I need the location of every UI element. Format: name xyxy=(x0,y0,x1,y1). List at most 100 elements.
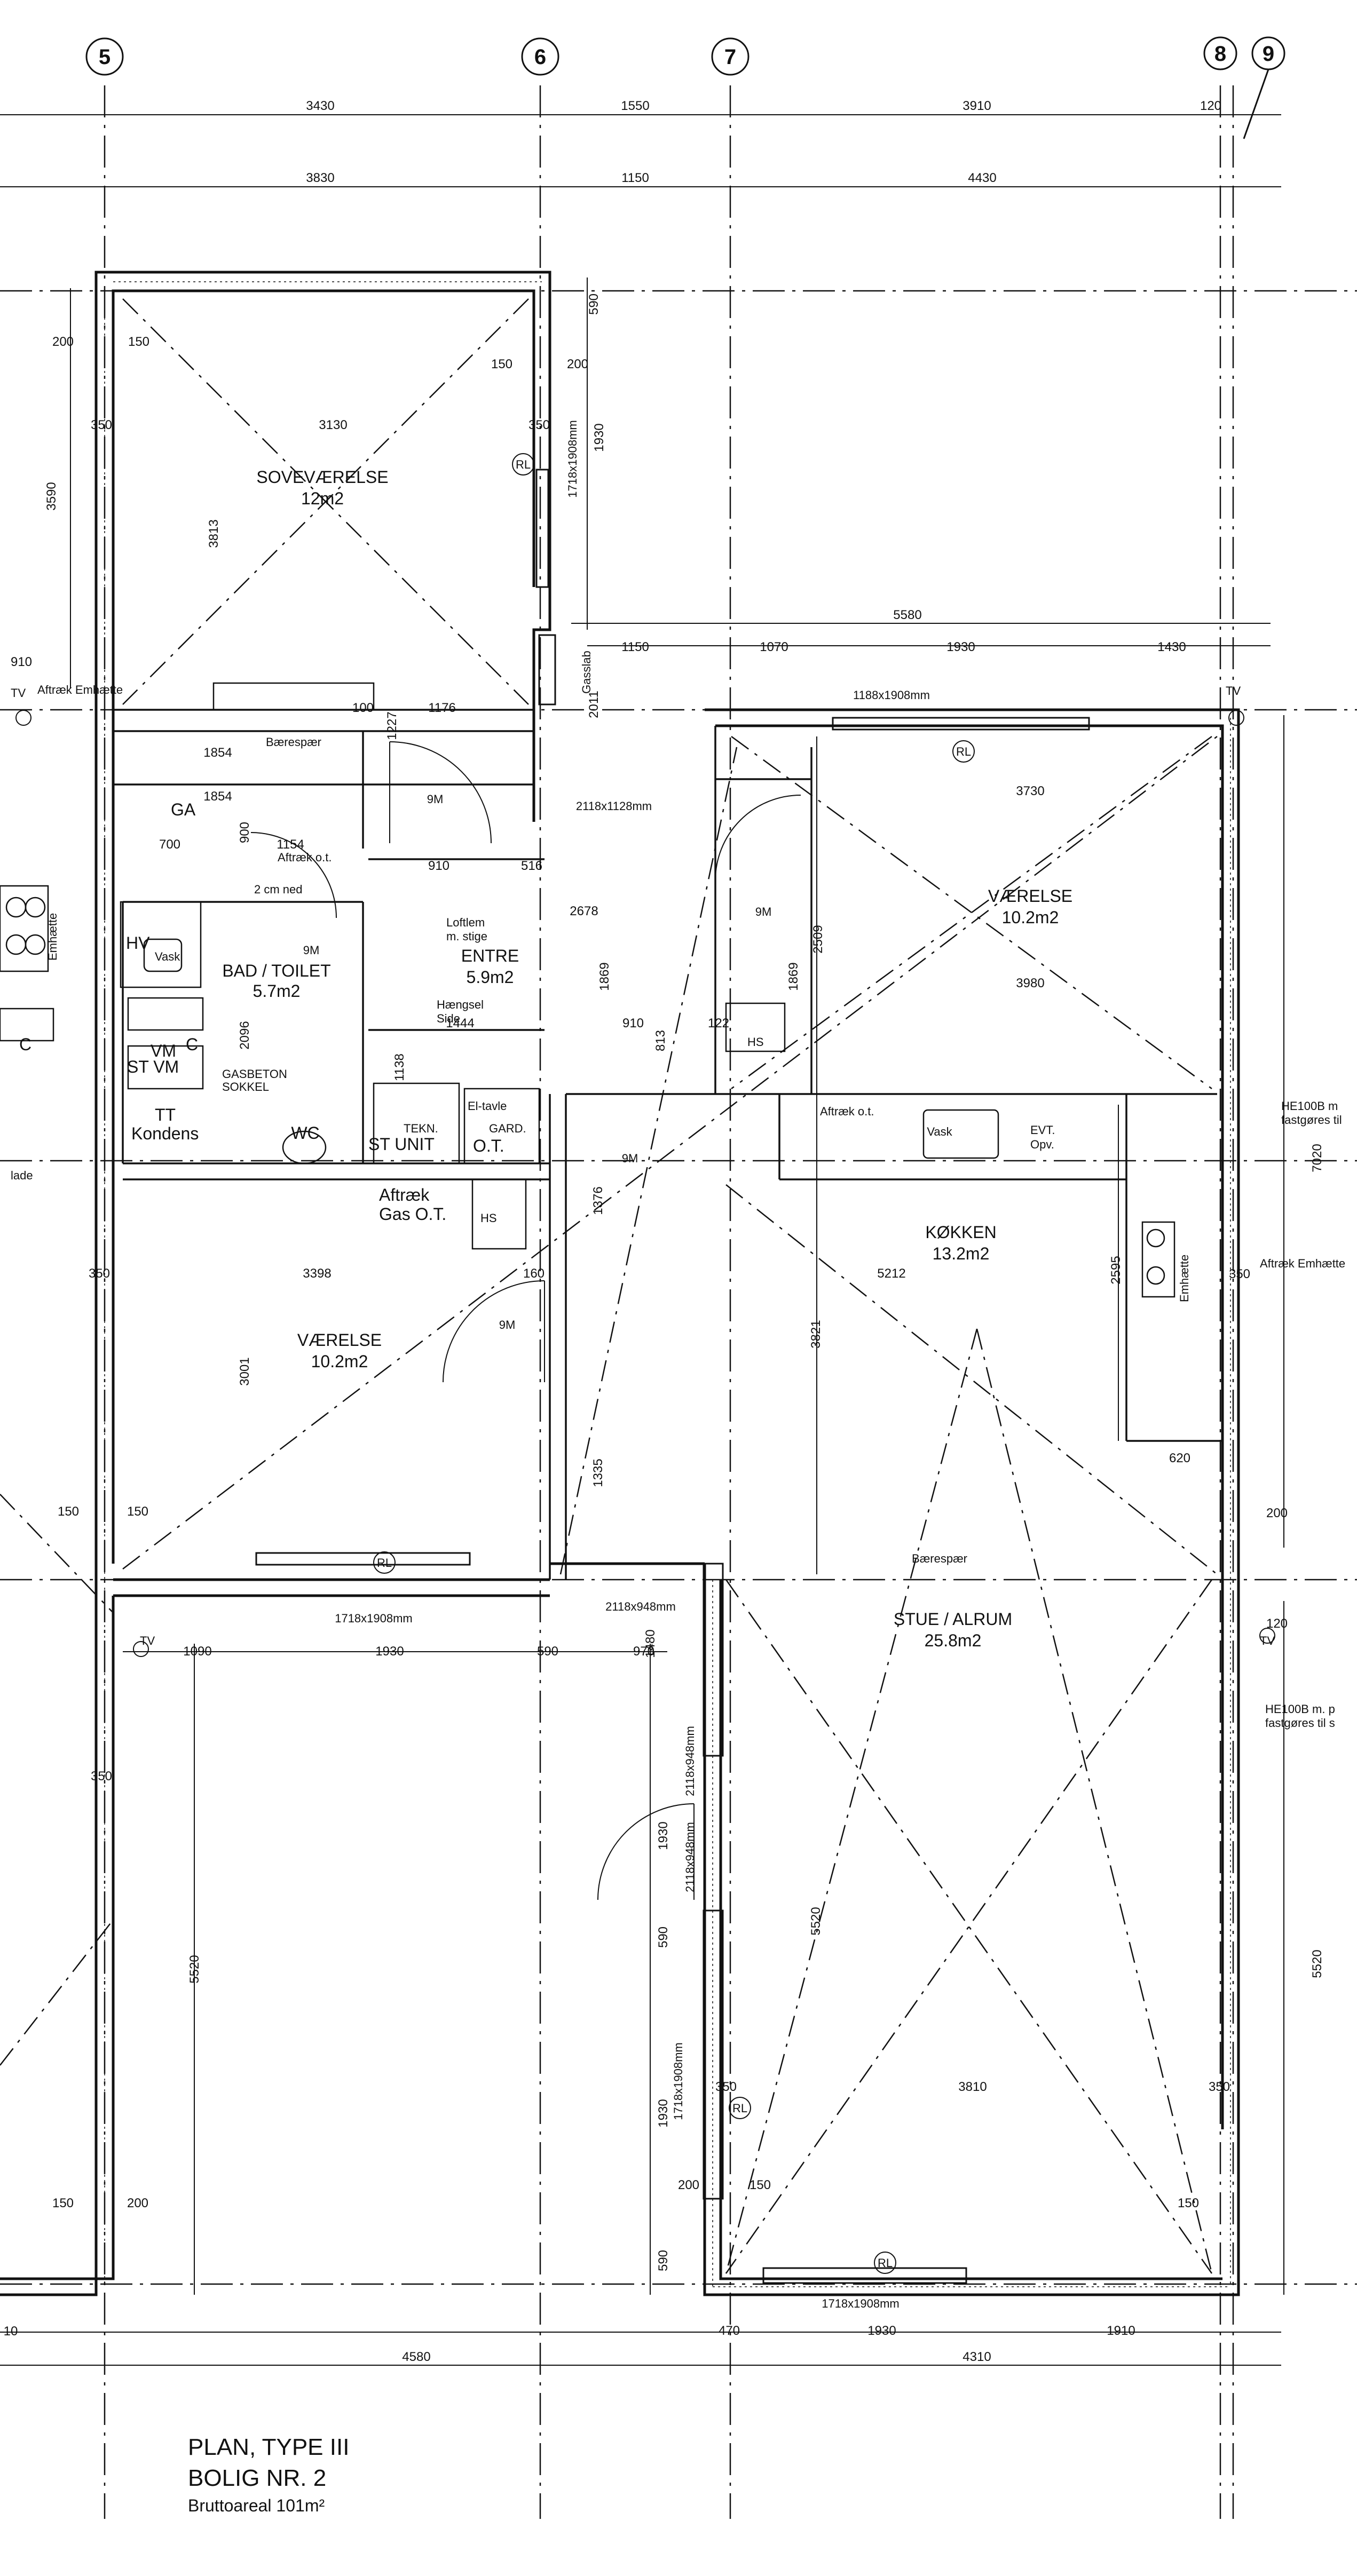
label-opv: Opv. xyxy=(1030,1138,1054,1151)
dim-text: 813 xyxy=(653,1030,668,1051)
dim-text: 150 xyxy=(1178,2196,1199,2210)
room-sovevaerelse: SOVEVÆRELSE 12m2 xyxy=(256,467,388,508)
room-name: STUE / ALRUM xyxy=(894,1610,1012,1629)
room-area: 12m2 xyxy=(301,489,344,508)
dim-text: 590 xyxy=(537,1644,558,1659)
dim-top-4: 120 xyxy=(1200,99,1221,113)
dim-text: 150 xyxy=(128,335,149,349)
room-vaerelse-top: VÆRELSE 10.2m2 xyxy=(988,886,1072,927)
dim-ur-2: 1070 xyxy=(760,640,788,654)
room-name: KØKKEN xyxy=(925,1223,996,1242)
room-name: BAD / TOILET xyxy=(222,961,330,980)
dim-text: 2595 xyxy=(1109,1256,1123,1284)
dim-bot-4: 4580 xyxy=(402,2350,430,2364)
dim-text: 150 xyxy=(491,357,512,371)
dim-text: 620 xyxy=(1169,1451,1190,1465)
title-line-2: BOLIG NR. 2 xyxy=(188,2465,326,2491)
dim-text: 1869 xyxy=(786,962,801,990)
room-bad: BAD / TOILET 5.7m2 xyxy=(222,961,330,1001)
label-9m-5: 9M xyxy=(499,1318,516,1331)
dim-text: 350 xyxy=(715,2080,737,2094)
title-line-3: Bruttoareal 101m² xyxy=(188,2496,325,2515)
label-baerespaer-1: Bærespær xyxy=(266,735,321,749)
label-window-2118-side-2: 2118x948mm xyxy=(683,1822,697,1892)
room-stue: STUE / ALRUM 25.8m2 xyxy=(894,1610,1012,1650)
dim-text: 350 xyxy=(89,1266,110,1281)
label-he100b-1: HE100B m xyxy=(1281,1099,1338,1113)
label-fastgjores-2: fastgøres til s xyxy=(1265,1716,1335,1730)
axis-label-6: 6 xyxy=(534,45,546,69)
dim-top-3: 3910 xyxy=(962,99,991,113)
dim-text: 2011 xyxy=(587,691,601,718)
label-vask-kokken: Vask xyxy=(927,1125,952,1138)
fixtures xyxy=(0,682,1175,1298)
label-he100b-2: HE100B m. p xyxy=(1265,1702,1335,1716)
label-emhaette-left: Emhætte xyxy=(46,913,59,961)
dim-text: 516 xyxy=(521,859,542,873)
dim-text: 3398 xyxy=(303,1266,331,1281)
label-vask-bad: Vask xyxy=(155,950,180,963)
dim-text: 122 xyxy=(708,1016,729,1031)
label-tv-stue: TV xyxy=(1260,1634,1275,1647)
axis-label-5: 5 xyxy=(99,45,111,69)
label-st-unit: ST UNIT xyxy=(368,1135,435,1154)
label-c-bad: C xyxy=(186,1035,198,1054)
dim-bot-1: 470 xyxy=(719,2324,740,2338)
label-gard: GARD. xyxy=(489,1122,526,1135)
room-vaerelse-left: VÆRELSE 10.2m2 xyxy=(297,1330,382,1371)
dim-text: 350 xyxy=(91,418,112,432)
label-9m-4: 9M xyxy=(622,1152,638,1165)
dim-5580: 5580 xyxy=(893,608,921,622)
dim-text: 3813 xyxy=(207,519,221,548)
dim-text: 1227 xyxy=(385,711,399,740)
label-9m-1: 9M xyxy=(427,792,444,806)
inner-dimensions: 200 150 3130 350 350 3813 590 1930 2011 … xyxy=(52,294,1230,2271)
dim-text: 3980 xyxy=(1016,976,1044,990)
dim-text: 700 xyxy=(159,837,180,852)
dim-text: 1138 xyxy=(392,1053,407,1081)
dim-bot-2: 1930 xyxy=(867,2324,896,2338)
label-aftraek-ot: Aftræk o.t. xyxy=(278,851,332,864)
label-rl-3: RL xyxy=(377,1556,392,1570)
label-gasslab: Gasslab xyxy=(580,651,593,694)
dim-right-5520: 5520 xyxy=(1310,1949,1324,1978)
label-9m-3: 9M xyxy=(755,905,772,918)
label-tv-left: TV xyxy=(11,686,26,700)
label-rl-1: RL xyxy=(516,458,531,471)
label-ga: GA xyxy=(171,800,196,819)
dim-left-910: 910 xyxy=(11,655,32,669)
label-tv-bottom: TV xyxy=(140,1634,155,1647)
label-aftraek-emhaette-right: Aftræk Emhætte xyxy=(1260,1257,1345,1270)
dim-text: 1869 xyxy=(597,962,612,990)
dim-text: 150 xyxy=(58,1504,79,1519)
dim-text: 1854 xyxy=(203,789,232,804)
title-block: PLAN, TYPE III BOLIG NR. 2 Bruttoareal 1… xyxy=(188,2434,349,2515)
dim-text: 1444 xyxy=(446,1016,474,1031)
dim-text: 3130 xyxy=(319,418,347,432)
label-st-vm: ST VM xyxy=(127,1057,179,1076)
label-lade: lade xyxy=(11,1169,33,1182)
label-window-1718-stue: 1718x1908mm xyxy=(672,2042,685,2120)
label-haengsel: Hængsel xyxy=(437,998,484,1011)
dim-ur-4: 1430 xyxy=(1157,640,1186,654)
dim-text: 350 xyxy=(528,418,550,432)
outer-walls xyxy=(0,271,1240,2296)
dim-text: 3001 xyxy=(238,1357,252,1385)
dim-text: 1335 xyxy=(591,1459,605,1487)
windows xyxy=(255,469,1090,2284)
label-emhaette: Emhætte xyxy=(1178,1255,1191,1302)
dim-text: 5520 xyxy=(187,1955,202,1983)
label-kondens: Kondens xyxy=(131,1124,199,1143)
room-entre: ENTRE 5.9m2 xyxy=(461,946,519,987)
dim-text: 3810 xyxy=(958,2080,987,2094)
label-aftraek-ot-kokken: Aftræk o.t. xyxy=(820,1105,874,1118)
dim-text: 150 xyxy=(127,1504,148,1519)
dim-text: 200 xyxy=(567,357,588,371)
dim-text: 5212 xyxy=(877,1266,905,1281)
dim-top-7: 4430 xyxy=(968,171,996,185)
label-2cm-ned: 2 cm ned xyxy=(254,883,303,896)
dim-text: 150 xyxy=(749,2178,771,2192)
ceiling-diagonals xyxy=(0,298,1218,2274)
dim-text: 100 xyxy=(352,701,374,715)
